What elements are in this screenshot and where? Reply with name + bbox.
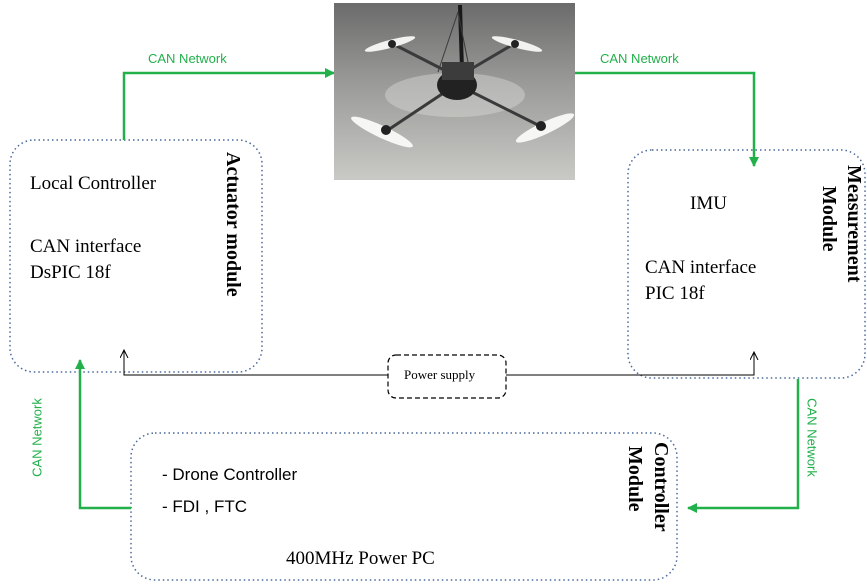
controller-footer: 400MHz Power PC — [286, 548, 435, 569]
can-network-label-top-left: CAN Network — [148, 51, 227, 66]
controller-module-title-2: Module — [624, 446, 646, 512]
measurement-module-title-2: Module — [818, 186, 840, 252]
actuator-module-title: Actuator module — [222, 152, 244, 297]
drone-photo — [334, 3, 575, 180]
can-arrow-actuator-to-drone — [122, 68, 335, 140]
controller-item-drone-controller: - Drone Controller — [162, 465, 298, 484]
can-arrow-measurement-to-controller — [687, 379, 800, 513]
measurement-chip: PIC 18f — [645, 283, 705, 304]
can-arrow-controller-to-actuator — [75, 359, 131, 510]
can-network-label-right: CAN Network — [804, 398, 820, 477]
measurement-imu: IMU — [690, 193, 727, 214]
power-supply-box — [387, 354, 507, 399]
measurement-module-box — [627, 149, 866, 379]
actuator-chip: DsPIC 18f — [30, 262, 111, 283]
actuator-local-controller: Local Controller — [30, 173, 157, 194]
power-line-right — [506, 352, 754, 376]
can-arrow-drone-to-measurement — [575, 71, 759, 167]
can-network-label-top-right: CAN Network — [600, 51, 679, 66]
power-supply-label: Power supply — [404, 367, 476, 382]
actuator-can-interface: CAN interface — [30, 236, 142, 257]
controller-module-box — [130, 432, 678, 581]
actuator-module-box — [9, 139, 263, 373]
controller-item-fdi-ftc: - FDI , FTC — [162, 497, 247, 516]
measurement-module-title-1: Measurement — [843, 165, 865, 283]
controller-module-title-1: Controller — [650, 442, 672, 532]
can-network-label-left: CAN Network — [29, 398, 45, 477]
measurement-can-interface: CAN interface — [645, 257, 757, 278]
power-line-left — [124, 350, 388, 376]
